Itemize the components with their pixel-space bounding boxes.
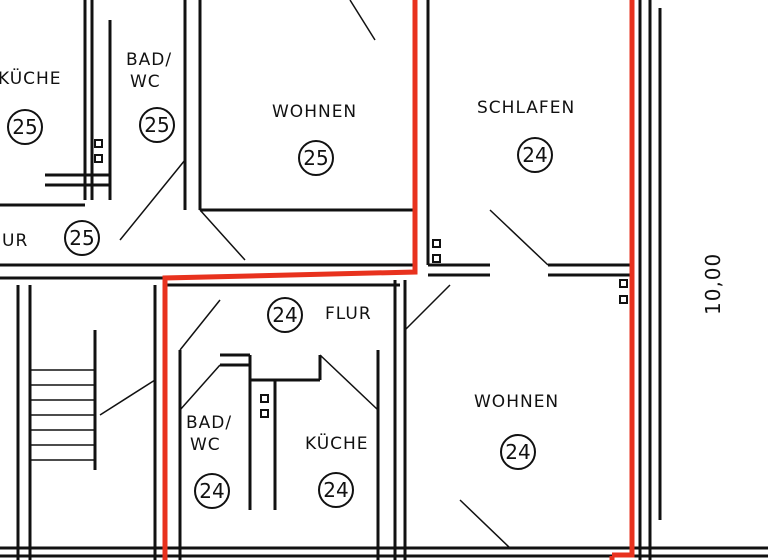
room-number-wohnen-24: 24 bbox=[505, 440, 530, 464]
dimension-label: 10,00 bbox=[701, 253, 725, 315]
room-number-schlafen-24: 24 bbox=[522, 143, 547, 167]
room-label-flur-24: FLUR bbox=[325, 304, 372, 324]
room-number-kueche-24: 24 bbox=[323, 478, 348, 502]
room-label-kueche-25: KÜCHE bbox=[0, 67, 62, 89]
room-label-schlafen-24: SCHLAFEN bbox=[477, 98, 575, 118]
room-label-flur-25: UR bbox=[2, 231, 28, 251]
room-number-flur-25: 25 bbox=[69, 226, 94, 250]
room-number-wohnen-25: 25 bbox=[303, 146, 328, 170]
vent-icons bbox=[94, 139, 628, 418]
room-label-kueche-24: KÜCHE bbox=[305, 432, 369, 454]
room-label-wohnen-25: WOHNEN bbox=[272, 102, 357, 122]
room-number-kueche-25: 25 bbox=[12, 115, 37, 139]
room-number-bad-25: 25 bbox=[144, 113, 169, 137]
apartment-outline-right bbox=[612, 0, 635, 558]
room-circles bbox=[7, 107, 553, 509]
room-label-wohnen-24: WOHNEN bbox=[474, 392, 559, 412]
doors bbox=[119, 0, 549, 549]
room-label-bad-24-line1: BAD/ bbox=[186, 413, 232, 433]
room-number-flur-24: 24 bbox=[272, 303, 297, 327]
room-label-bad-25-line1: BAD/ bbox=[126, 50, 172, 70]
stairs bbox=[30, 369, 156, 461]
apartment-outline bbox=[162, 0, 418, 560]
room-number-bad-24: 24 bbox=[199, 479, 224, 503]
room-label-bad-24-line2: WC bbox=[190, 435, 221, 455]
room-label-bad-25-line2: WC bbox=[130, 72, 161, 92]
